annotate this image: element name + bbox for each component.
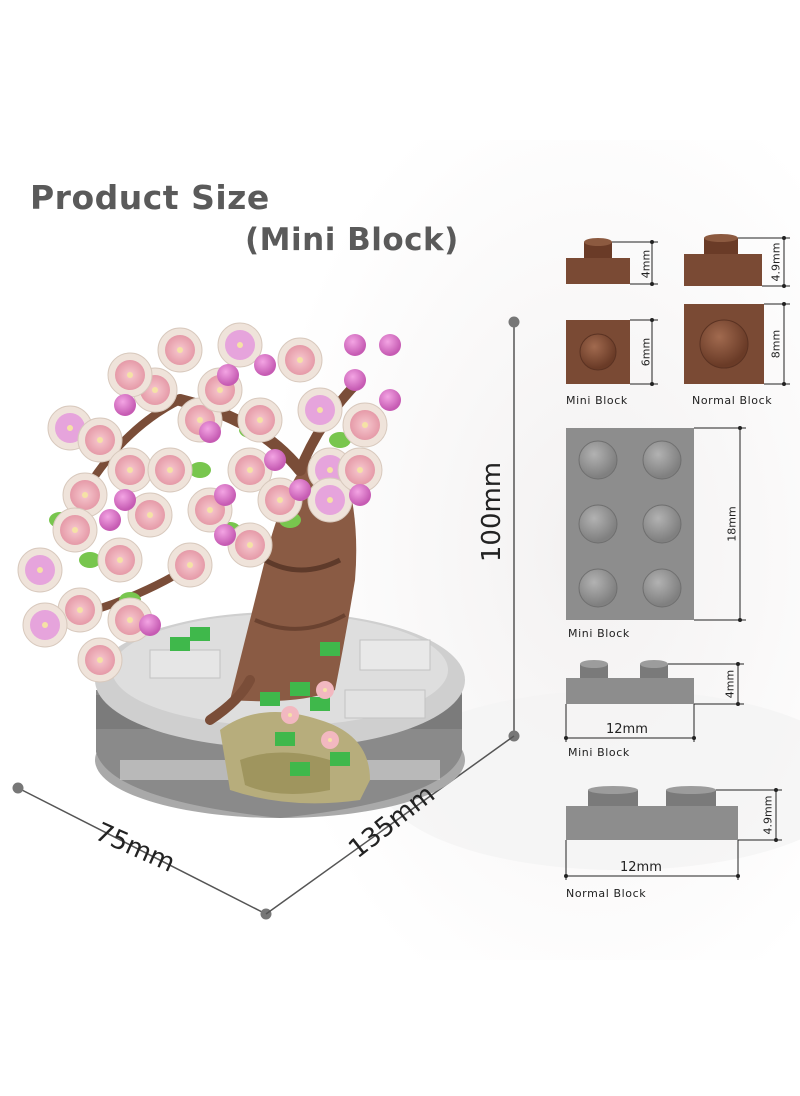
blossom-center xyxy=(147,512,153,518)
blossom-center xyxy=(247,542,253,548)
blossom-center xyxy=(177,347,183,353)
blossom-center xyxy=(327,467,333,473)
bud xyxy=(217,364,239,386)
bud xyxy=(254,354,276,376)
normal-top-size-label: 8mm xyxy=(769,329,783,359)
blossom-center xyxy=(42,622,48,628)
green-plants xyxy=(170,627,350,776)
blossom-center xyxy=(217,387,223,393)
blossom-center xyxy=(97,657,103,663)
bud xyxy=(264,449,286,471)
normal-block-side-view xyxy=(684,234,790,288)
normal-block-caption: Normal Block xyxy=(692,394,773,407)
blossom-center xyxy=(247,467,253,473)
plate-length-label: 18mm xyxy=(725,506,739,542)
normal-long-height-label: 4.9mm xyxy=(761,795,775,835)
page-subtitle: (Mini Block) xyxy=(245,222,459,258)
normal-side-height-label: 4.9mm xyxy=(769,242,783,282)
mini-block-side-view xyxy=(566,238,658,286)
blossom-center xyxy=(327,497,333,503)
blossom-center xyxy=(127,467,133,473)
height-label: 100mm xyxy=(477,461,507,563)
blossom-center xyxy=(187,562,193,568)
page-title: Product Size xyxy=(30,178,270,217)
blossom-center xyxy=(97,437,103,443)
mini-block-top-view xyxy=(566,318,658,386)
leaf xyxy=(79,552,101,568)
blossom-center xyxy=(197,417,203,423)
blossom-center xyxy=(72,527,78,533)
bud xyxy=(349,484,371,506)
bud xyxy=(379,389,401,411)
blossom-center xyxy=(297,357,303,363)
bud xyxy=(139,614,161,636)
small-blossom-center xyxy=(288,713,292,717)
blossom-center xyxy=(362,422,368,428)
green-plate xyxy=(330,752,350,766)
bud xyxy=(289,479,311,501)
green-plate xyxy=(275,732,295,746)
green-plate xyxy=(310,697,330,711)
bud xyxy=(214,484,236,506)
blossom-center xyxy=(127,617,133,623)
plate-caption: Mini Block xyxy=(568,627,630,640)
bud xyxy=(114,394,136,416)
mini-block-long-side-view xyxy=(564,660,744,742)
blossom-center xyxy=(277,497,283,503)
normal-block-top-view xyxy=(684,302,790,386)
mini-block-caption: Mini Block xyxy=(566,394,628,407)
leaf xyxy=(189,462,211,478)
green-plate xyxy=(190,627,210,641)
green-plate xyxy=(260,692,280,706)
bud xyxy=(344,334,366,356)
normal-long-caption: Normal Block xyxy=(566,887,647,900)
blossom-center xyxy=(237,342,243,348)
normal-long-width-label: 12mm xyxy=(620,860,662,875)
normal-block-long-side-view xyxy=(564,786,782,880)
mini-top-size-label: 6mm xyxy=(639,337,653,367)
mini-long-width-label: 12mm xyxy=(606,722,648,737)
bud xyxy=(344,369,366,391)
green-plate xyxy=(320,642,340,656)
bud xyxy=(114,489,136,511)
blossom-center xyxy=(117,557,123,563)
blossom-center xyxy=(67,425,73,431)
small-blossom-center xyxy=(328,738,332,742)
blossom-center xyxy=(127,372,133,378)
blossom-center xyxy=(152,387,158,393)
blossom-center xyxy=(207,507,213,513)
blossom-center xyxy=(77,607,83,613)
bud xyxy=(379,334,401,356)
bud xyxy=(99,509,121,531)
small-blossom-center xyxy=(323,688,327,692)
mini-long-caption: Mini Block xyxy=(568,746,630,759)
bud xyxy=(199,421,221,443)
blossom-center xyxy=(82,492,88,498)
blossom-center xyxy=(317,407,323,413)
green-plate xyxy=(170,637,190,651)
green-plate xyxy=(290,682,310,696)
green-plate xyxy=(290,762,310,776)
blossom-center xyxy=(167,467,173,473)
length-dimension-line xyxy=(265,735,515,915)
cherry-blossom-canopy xyxy=(17,322,401,683)
blossom-center xyxy=(37,567,43,573)
mini-side-height-label: 4mm xyxy=(639,249,653,279)
bud xyxy=(214,524,236,546)
blossom-center xyxy=(257,417,263,423)
blossom-center xyxy=(357,467,363,473)
mini-long-height-label: 4mm xyxy=(723,669,737,699)
mini-plate-top-view xyxy=(566,426,746,622)
